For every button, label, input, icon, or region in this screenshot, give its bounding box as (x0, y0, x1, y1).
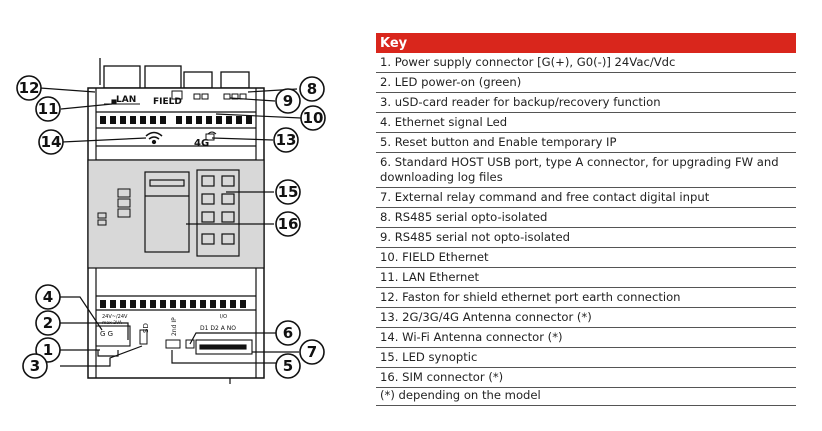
callout-9: 9 (283, 92, 293, 110)
callout-12: 12 (19, 79, 40, 97)
callout-15: 15 (278, 183, 299, 201)
key-row: 16. SIM connector (*) (376, 367, 796, 388)
panel-left-features (97, 188, 131, 226)
key-row: 8. RS485 serial opto-isolated (376, 207, 796, 228)
usb-label: 2nd IP (171, 317, 178, 336)
callout-13: 13 (276, 131, 297, 149)
key-note: (*) depending on the model (376, 387, 796, 406)
leader-lines (39, 87, 302, 367)
usb-port (165, 339, 195, 349)
wifi-icon (145, 131, 163, 145)
key-item-11: 11. LAN Ethernet (376, 267, 796, 288)
key-item-4: 4. Ethernet signal Led (376, 112, 796, 133)
relay-label: D1 D2 A NO (200, 325, 236, 332)
key-item-15: 15. LED synoptic (376, 347, 796, 368)
power-connector (95, 325, 131, 347)
key-row: 3. uSD-card reader for backup/recovery f… (376, 92, 796, 113)
io-label: I/O (220, 314, 227, 320)
callout-4: 4 (43, 288, 53, 306)
key-header-row: Key (376, 33, 796, 53)
key-row: 10. FIELD Ethernet (376, 247, 796, 268)
callout-3: 3 (30, 357, 40, 375)
key-item-16: 16. SIM connector (*) (376, 367, 796, 388)
callout-10: 10 (303, 109, 324, 127)
key-item-14: 14. Wi-Fi Antenna connector (*) (376, 327, 796, 348)
key-item-7: 7. External relay command and free conta… (376, 187, 796, 208)
key-row: 4. Ethernet signal Led (376, 112, 796, 133)
led-synoptic (196, 169, 240, 257)
callout-11: 11 (38, 100, 59, 118)
key-item-9: 9. RS485 serial not opto-isolated (376, 227, 796, 248)
key-row: 5. Reset button and Enable temporary IP (376, 132, 796, 153)
key-row: 1. Power supply connector [G(+), G0(-)] … (376, 53, 796, 73)
key-title: Key (376, 33, 796, 53)
key-item-5: 5. Reset button and Enable temporary IP (376, 132, 796, 153)
callout-16: 16 (278, 215, 299, 233)
key-item-1: 1. Power supply connector [G(+), G0(-)] … (376, 53, 796, 73)
key-item-10: 10. FIELD Ethernet (376, 247, 796, 268)
key-item-13: 13. 2G/3G/4G Antenna connector (*) (376, 307, 796, 328)
key-row: 7. External relay command and free conta… (376, 187, 796, 208)
sd-label: SD (142, 323, 150, 333)
key-item-6: 6. Standard HOST USB port, type A connec… (376, 152, 796, 188)
callout-7: 7 (307, 343, 317, 361)
top-terminal-teeth (100, 116, 252, 124)
key-row: 15. LED synoptic (376, 347, 796, 368)
key-row: 2. LED power-on (green) (376, 72, 796, 93)
callout-6: 6 (283, 324, 293, 342)
callout-8: 8 (307, 80, 317, 98)
key-row: 14. Wi-Fi Antenna connector (*) (376, 327, 796, 348)
power-label: 24V~/24V (102, 314, 128, 320)
cellular-label: 4G (194, 138, 209, 149)
device-diagram: LAN FIELD 4G (16, 58, 326, 384)
callout-14: 14 (41, 133, 62, 151)
sd-card-slot (139, 329, 148, 345)
key-item-2: 2. LED power-on (green) (376, 72, 796, 93)
key-row: 12. Faston for shield ethernet port eart… (376, 287, 796, 308)
key-table: Key 1. Power supply connector [G(+), G0(… (376, 33, 796, 406)
antenna-stubs (99, 58, 250, 89)
bottom-terminal-teeth (100, 300, 246, 308)
housing-feet (97, 350, 231, 384)
cellular-antenna-icon (207, 131, 217, 135)
callout-1: 1 (43, 341, 53, 359)
lan-label: LAN (116, 95, 136, 105)
key-row: 6. Standard HOST USB port, type A connec… (376, 152, 796, 188)
bottom-terminal-block (96, 295, 256, 311)
key-note-row: (*) depending on the model (376, 387, 796, 406)
sim-connector (144, 171, 190, 253)
field-port-icons (171, 90, 247, 141)
key-item-8: 8. RS485 serial opto-isolated (376, 207, 796, 228)
key-row: 9. RS485 serial not opto-isolated (376, 227, 796, 248)
key-row: 13. 2G/3G/4G Antenna connector (*) (376, 307, 796, 328)
field-label: FIELD (153, 97, 182, 107)
g-terminal-label: G G (100, 330, 113, 338)
key-row: 11. LAN Ethernet (376, 267, 796, 288)
relay-connector (195, 339, 253, 355)
callout-2: 2 (43, 314, 53, 332)
key-item-3: 3. uSD-card reader for backup/recovery f… (376, 92, 796, 113)
callouts (16, 75, 326, 379)
key-item-12: 12. Faston for shield ethernet port eart… (376, 287, 796, 308)
callout-5: 5 (283, 357, 293, 375)
